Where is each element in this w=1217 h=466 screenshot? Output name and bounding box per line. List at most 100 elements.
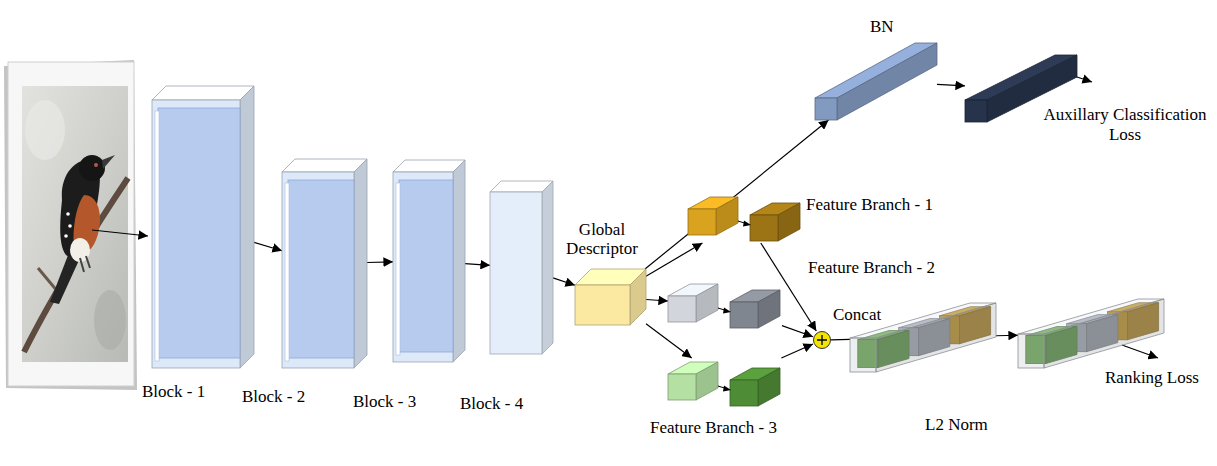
conv-block-shape bbox=[490, 181, 553, 354]
conv-block: Block - 1 bbox=[152, 86, 254, 368]
wing-spot bbox=[68, 224, 72, 228]
loss-arrow bbox=[1122, 345, 1158, 358]
descriptor-label: Global Descriptor bbox=[557, 220, 647, 259]
loss-label: Auxillary Classification Loss bbox=[1039, 105, 1211, 144]
photo-background bbox=[22, 86, 128, 362]
connector-arrow bbox=[937, 84, 965, 85]
bar-side bbox=[630, 269, 646, 325]
norm-label: L2 Norm bbox=[925, 415, 988, 435]
input-arrow bbox=[92, 230, 148, 236]
branch-arrowhead bbox=[723, 386, 731, 392]
wing-spot bbox=[66, 212, 70, 216]
bar-front bbox=[575, 285, 630, 325]
conv-block-shape bbox=[152, 86, 254, 368]
branch-box-front bbox=[668, 374, 696, 400]
slab-front bbox=[282, 172, 354, 368]
layer-label: BN bbox=[870, 17, 894, 37]
slab-panel bbox=[399, 180, 453, 352]
bn-layer-shape bbox=[815, 43, 937, 120]
conv-block: Block - 4 bbox=[490, 181, 553, 354]
branch-box-front bbox=[688, 209, 716, 235]
bar-side bbox=[837, 43, 937, 120]
slab-side bbox=[354, 159, 367, 368]
slab-panel-edge bbox=[155, 111, 159, 361]
slab-panel-edge bbox=[396, 183, 400, 355]
connector-arrow bbox=[553, 278, 575, 285]
branch-box-front bbox=[750, 215, 778, 241]
slab-top bbox=[282, 159, 367, 172]
block-label: Block - 4 bbox=[460, 394, 523, 414]
bn-layer: BN bbox=[815, 43, 937, 120]
photo-frame bbox=[8, 62, 134, 386]
slab-front bbox=[393, 172, 453, 362]
connector-arrow bbox=[645, 120, 829, 269]
feature-branch-shape bbox=[668, 358, 782, 408]
slab-front bbox=[490, 192, 542, 354]
twig bbox=[38, 268, 58, 292]
plus-sign bbox=[817, 335, 827, 345]
conv-block: Block - 3 bbox=[393, 160, 465, 362]
branch-box-side bbox=[758, 368, 780, 406]
block-label: Block - 3 bbox=[353, 392, 416, 412]
connector-arrow bbox=[782, 326, 813, 337]
connector-arrow bbox=[367, 261, 393, 263]
wing-spot bbox=[64, 234, 68, 238]
slab-panel bbox=[288, 180, 354, 358]
feature-branch-shape bbox=[688, 193, 802, 243]
ranking-block: Ranking Loss bbox=[1018, 299, 1164, 368]
feature-branch: Feature Branch - 1 bbox=[688, 193, 802, 243]
connector-arrow bbox=[646, 243, 702, 276]
slab-front bbox=[152, 100, 240, 368]
connector-arrow bbox=[646, 324, 692, 358]
shell-side bbox=[876, 303, 996, 372]
branch-box-front bbox=[668, 296, 696, 322]
feature-branch-shape bbox=[668, 280, 782, 330]
concat-circle bbox=[814, 332, 831, 349]
slab-top bbox=[152, 86, 254, 100]
conv-block: Block - 2 bbox=[282, 159, 367, 368]
branch-box-side bbox=[716, 197, 738, 235]
branch-arrowhead bbox=[723, 308, 731, 314]
conv-block-shape bbox=[393, 160, 465, 362]
slab-panel bbox=[158, 108, 240, 358]
l2-norm-block: L2 Norm bbox=[850, 303, 996, 372]
classifier-layer: Auxillary Classification Loss bbox=[965, 55, 1077, 122]
branch-arrowhead bbox=[743, 221, 751, 227]
slab-side bbox=[453, 160, 465, 362]
bird-beak bbox=[102, 155, 115, 169]
concat-node-shape bbox=[813, 331, 831, 349]
bar-front bbox=[965, 100, 987, 122]
connector-arrow bbox=[646, 299, 668, 301]
slab-side bbox=[240, 86, 254, 368]
connector-arrow bbox=[996, 335, 1018, 337]
slab-panel-edge bbox=[285, 183, 289, 361]
branch-label: Feature Branch - 3 bbox=[650, 418, 777, 438]
connector-arrow bbox=[781, 344, 813, 358]
branch-box-side bbox=[696, 362, 718, 400]
connector-arrow bbox=[831, 339, 850, 341]
bird-legs bbox=[80, 256, 90, 272]
feature-branch: Feature Branch - 2 bbox=[668, 280, 782, 330]
slab-top bbox=[393, 160, 465, 172]
concat-label: Concat bbox=[833, 305, 881, 325]
branch-box-front bbox=[730, 380, 758, 406]
shell-side bbox=[1044, 299, 1164, 368]
global-descriptor: Global Descriptor bbox=[575, 269, 646, 325]
conv-block-shape bbox=[282, 159, 367, 368]
ranking-block-shape bbox=[1018, 299, 1164, 368]
block-label: Block - 2 bbox=[242, 387, 305, 407]
concat-node: Concat bbox=[813, 331, 831, 349]
bird-head bbox=[79, 155, 105, 181]
l2-norm-block-shape bbox=[850, 303, 996, 372]
connector-arrow bbox=[254, 242, 282, 250]
branch-label: Feature Branch - 2 bbox=[808, 258, 935, 278]
frame-shadow bbox=[4, 60, 137, 390]
bar-front bbox=[815, 98, 837, 120]
slab-side bbox=[542, 181, 553, 354]
branch-box-front bbox=[730, 302, 758, 328]
bird-eye bbox=[94, 163, 98, 167]
shell-front bbox=[850, 338, 876, 372]
feature-branch: Feature Branch - 3 bbox=[668, 358, 782, 408]
loss-label: Ranking Loss bbox=[1105, 368, 1199, 388]
